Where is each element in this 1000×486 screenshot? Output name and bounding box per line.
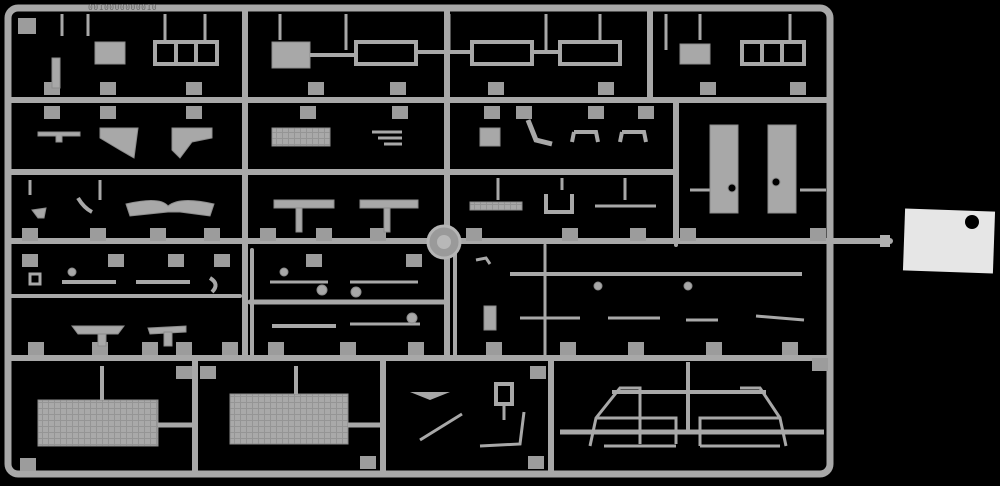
decal-sheet <box>828 208 996 274</box>
number-tabs <box>18 18 828 471</box>
sprue-code-text: 0010000000010 <box>88 3 158 12</box>
parts-row-4 <box>28 256 802 298</box>
parts-row-5 <box>71 305 805 347</box>
sprue-hub <box>426 224 462 260</box>
parts-row-3 <box>31 194 656 233</box>
parts-bottom <box>37 362 824 448</box>
parts-row-2 <box>37 119 797 214</box>
parts-row-1 <box>51 40 806 89</box>
gate-stubs <box>28 14 826 200</box>
